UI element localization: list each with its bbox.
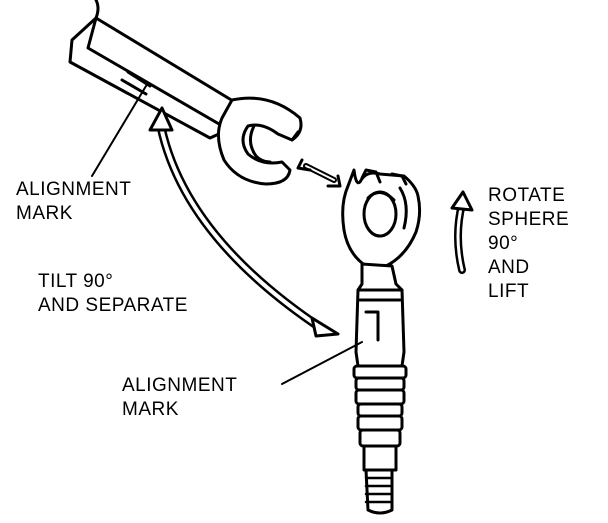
upper-alignment-line-1: ALIGNMENT <box>16 179 132 200</box>
separation-arrow <box>298 160 340 186</box>
ball-stud-head <box>343 170 420 266</box>
leader-lines <box>92 86 362 384</box>
ball-stud-shank <box>354 264 406 513</box>
lower-alignment-line-1: ALIGNMENT <box>122 375 238 396</box>
tilt-line-1: TILT 90° <box>38 271 114 292</box>
rotate-line-2: SPHERE <box>488 209 570 230</box>
rotate-arrow <box>452 192 472 270</box>
upper-alignment-mark-label: ALIGNMENT MARK <box>16 178 131 226</box>
tilt-arrow <box>150 108 338 336</box>
rotate-line-4: AND <box>488 257 530 278</box>
lower-alignment-line-2: MARK <box>122 399 179 420</box>
upper-arm-with-jaw <box>70 0 301 184</box>
rotate-line-5: LIFT <box>488 281 530 302</box>
upper-alignment-line-2: MARK <box>16 203 73 224</box>
rotate-line-1: ROTATE <box>488 185 566 206</box>
tilt-line-2: AND SEPARATE <box>38 295 188 316</box>
lower-alignment-mark-label: ALIGNMENT MARK <box>122 374 237 422</box>
tilt-label: TILT 90° AND SEPARATE <box>38 270 188 318</box>
rotate-sphere-label: ROTATE SPHERE 90° AND LIFT <box>488 184 569 304</box>
rotate-line-3: 90° <box>488 233 519 254</box>
